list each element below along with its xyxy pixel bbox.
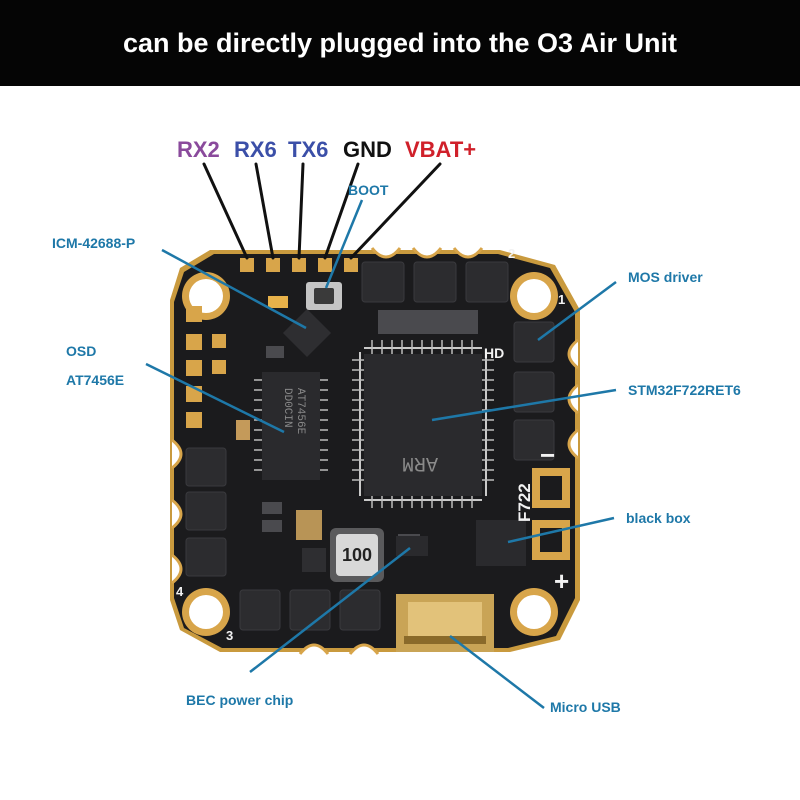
mosfet-group-top — [185, 261, 555, 631]
led-component — [268, 296, 288, 308]
inductor: 100 — [330, 528, 384, 582]
pin-label-tx6: TX6 — [288, 137, 328, 162]
mark-f722: F722 — [515, 483, 534, 522]
flight-controller-board: ARM AT7456E DD0CIN — [170, 246, 580, 655]
callout-blackbox: black box — [626, 510, 691, 526]
pin-label-rx6: RX6 — [234, 137, 277, 162]
passive-components — [236, 310, 478, 572]
mark-1: 1 — [558, 292, 565, 307]
left-edge-pads — [186, 306, 226, 428]
banner-title: can be directly plugged into the O3 Air … — [0, 0, 800, 86]
boot-button — [306, 282, 342, 310]
edge-notches — [171, 247, 579, 655]
mark-3: 3 — [226, 628, 233, 643]
mark-minus: − — [540, 440, 555, 470]
blackbox-flash-chip — [476, 520, 526, 566]
mount-hole-top-right — [510, 272, 558, 320]
callout-icm: ICM-42688-P — [52, 235, 135, 251]
callout-lines — [145, 199, 617, 709]
pin-lead-lines — [202, 162, 442, 260]
mcu-chip: ARM — [352, 340, 494, 508]
callout-bec: BEC power chip — [186, 692, 293, 708]
pin-label-rx2: RX2 — [177, 137, 220, 162]
mark-4: 4 — [176, 584, 184, 599]
mount-hole-bottom-right — [510, 588, 558, 636]
mark-plus: + — [554, 566, 569, 596]
o3-solder-pads — [240, 258, 358, 272]
callout-mcu: STM32F722RET6 — [628, 382, 741, 398]
osd-chip: AT7456E DD0CIN — [254, 372, 328, 480]
bec-chip — [396, 536, 428, 556]
osd-chip-mark-1: AT7456E — [294, 388, 306, 435]
callout-osd-1: OSD — [66, 343, 96, 359]
callout-usb: Micro USB — [550, 699, 621, 715]
mark-2: 2 — [508, 246, 515, 261]
pin-label-gnd: GND — [343, 137, 392, 162]
callout-osd-2: AT7456E — [66, 372, 124, 388]
mark-hd: HD — [484, 345, 504, 361]
mount-hole-bottom-left — [182, 588, 230, 636]
inductor-label: 100 — [342, 545, 372, 565]
micro-usb-port — [396, 594, 494, 652]
pin-labels: RX2 RX6 TX6 GND VBAT+ — [177, 137, 476, 162]
callout-mos: MOS driver — [628, 269, 703, 285]
callout-boot: BOOT — [348, 182, 389, 198]
pin-label-vbat: VBAT+ — [405, 137, 476, 162]
osd-chip-mark-2: DD0CIN — [281, 388, 293, 428]
mcu-brand-mark: ARM — [402, 451, 438, 474]
